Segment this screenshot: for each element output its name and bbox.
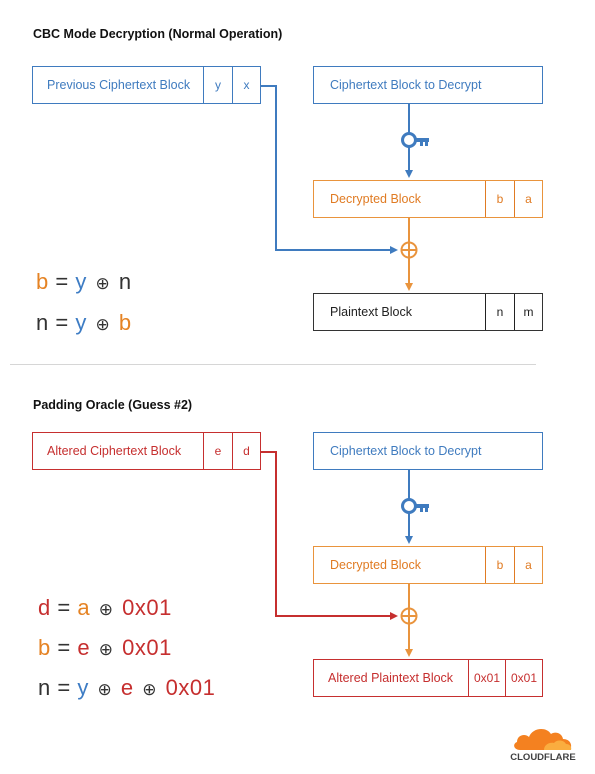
- decrypted-cell-a-1: a: [514, 181, 542, 217]
- section-divider: [10, 364, 536, 365]
- altered-plaintext-cell-1: 0x01: [468, 660, 505, 696]
- altered-ciphertext-block: Altered Ciphertext Block e d: [32, 432, 261, 470]
- ciphertext-to-decrypt-label-2: Ciphertext Block to Decrypt: [330, 444, 482, 458]
- xor-symbol: ⊕: [142, 680, 157, 699]
- altered-ciphertext-arrow: [261, 451, 398, 620]
- ciphertext-block-to-decrypt-1: Ciphertext Block to Decrypt: [313, 66, 543, 104]
- section1-title: CBC Mode Decryption (Normal Operation): [33, 27, 283, 41]
- xor-symbol: ⊕: [95, 274, 111, 293]
- plaintext-block: Plaintext Block n m: [313, 293, 543, 331]
- ciphertext-block-to-decrypt-2: Ciphertext Block to Decrypt: [313, 432, 543, 470]
- decrypted-block-1: Decrypted Block b a: [313, 180, 543, 218]
- equation-n-1: n = y ⊕ b: [36, 310, 132, 335]
- xor-icon: [400, 607, 418, 625]
- cloudflare-wordmark: CLOUDFLARE: [510, 752, 575, 763]
- prev-ciphertext-arrow: [261, 85, 398, 254]
- xor-icon: [400, 241, 418, 259]
- decrypted-cell-b-1: b: [485, 181, 514, 217]
- decrypted-cell-a-2: a: [514, 547, 542, 583]
- section2-title: Padding Oracle (Guess #2): [33, 398, 193, 412]
- altered-ciphertext-cell-e: e: [203, 433, 232, 469]
- xor-symbol: ⊕: [98, 600, 114, 619]
- decrypted-block-label-2: Decrypted Block: [330, 558, 422, 572]
- equation-d-2: d = a ⊕ 0x01: [38, 595, 172, 620]
- equation-b-1: b = y ⊕ n: [36, 269, 132, 294]
- previous-ciphertext-block: Previous Ciphertext Block y x: [32, 66, 261, 104]
- key-icon: [401, 498, 429, 514]
- decrypted-block-2: Decrypted Block b a: [313, 546, 543, 584]
- ciphertext-to-decrypt-label-1: Ciphertext Block to Decrypt: [330, 78, 482, 92]
- cloudflare-logo: CLOUDFLARE: [500, 720, 586, 764]
- altered-ciphertext-label: Altered Ciphertext Block: [47, 444, 182, 458]
- altered-plaintext-cell-2: 0x01: [505, 660, 542, 696]
- xor-symbol: ⊕: [95, 315, 111, 334]
- equation-n-2: n = y ⊕ e ⊕ 0x01: [38, 675, 216, 700]
- xor-symbol: ⊕: [98, 640, 114, 659]
- decrypted-cell-b-2: b: [485, 547, 514, 583]
- xor-symbol: ⊕: [97, 680, 113, 699]
- equation-b-2: b = e ⊕ 0x01: [38, 635, 172, 660]
- previous-ciphertext-cell-y: y: [203, 67, 232, 103]
- previous-ciphertext-label: Previous Ciphertext Block: [47, 78, 191, 92]
- altered-plaintext-block: Altered Plaintext Block 0x01 0x01: [313, 659, 543, 697]
- plaintext-block-label: Plaintext Block: [330, 305, 412, 319]
- cloud-icon: CLOUDFLARE: [510, 728, 576, 763]
- plaintext-cell-m: m: [514, 294, 542, 330]
- altered-ciphertext-cell-d: d: [232, 433, 260, 469]
- decrypted-block-label-1: Decrypted Block: [330, 192, 422, 206]
- previous-ciphertext-cell-x: x: [232, 67, 260, 103]
- key-icon: [401, 132, 429, 148]
- altered-plaintext-label: Altered Plaintext Block: [328, 671, 454, 685]
- plaintext-cell-n: n: [485, 294, 514, 330]
